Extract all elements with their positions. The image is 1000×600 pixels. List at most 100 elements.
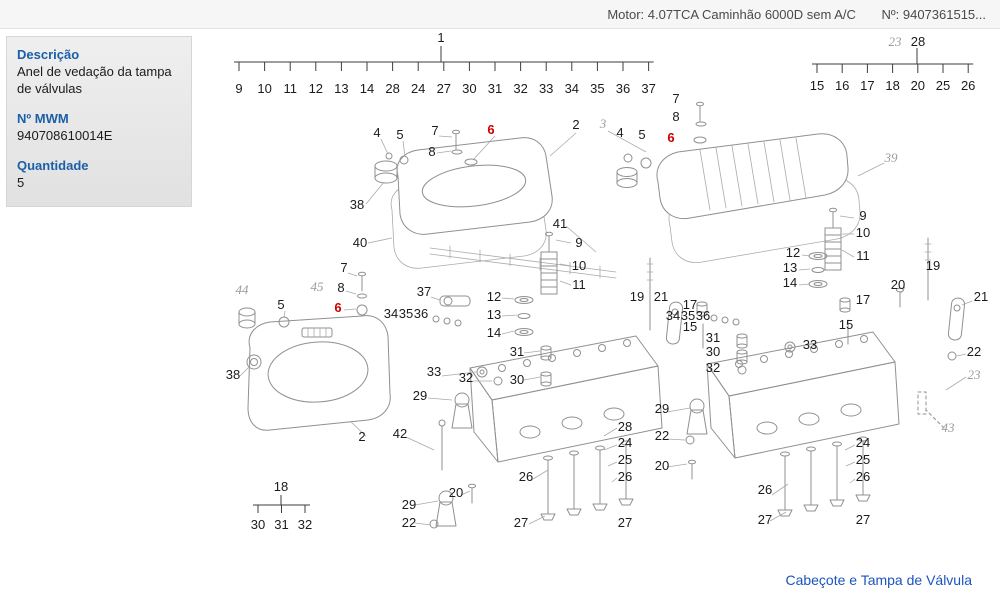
callout-38: 38 (226, 367, 240, 382)
callout-32: 32 (706, 360, 720, 375)
callout-27: 27 (758, 512, 772, 527)
callout-33: 33 (803, 337, 817, 352)
scale-left-item-13: 13 (334, 81, 348, 96)
callout-9: 9 (575, 235, 582, 250)
callout-10: 10 (856, 225, 870, 240)
scale-left-item-31: 31 (488, 81, 502, 96)
scale-left-item-14: 14 (360, 81, 374, 96)
callout-19: 19 (630, 289, 644, 304)
callout-8: 8 (337, 280, 344, 295)
callout-36: 36 (696, 308, 710, 323)
callout-23: 23 (968, 367, 982, 382)
callout-45: 45 (311, 279, 325, 294)
scale-left-item-34: 34 (565, 81, 579, 96)
callout-22: 22 (655, 428, 669, 443)
callout-13: 13 (783, 260, 797, 275)
scale-bottom-left-item-31: 31 (274, 517, 288, 532)
callout-26: 26 (618, 469, 632, 484)
callout-14: 14 (783, 275, 797, 290)
callout-8: 8 (428, 144, 435, 159)
callout-26: 26 (758, 482, 772, 497)
mwm-label: Nº MWM (17, 110, 69, 126)
callout-22: 22 (967, 344, 981, 359)
scale-left-item-27: 27 (437, 81, 451, 96)
callout-37: 37 (417, 284, 431, 299)
callout-12: 12 (786, 245, 800, 260)
motor-label: Motor: 4.07TCA Caminhão 6000D sem A/C (607, 7, 856, 22)
callout-43: 43 (942, 420, 956, 435)
callout-32: 32 (459, 370, 473, 385)
callout-21: 21 (974, 289, 988, 304)
scale-left-item-9: 9 (235, 81, 242, 96)
scale-left-item-10: 10 (257, 81, 271, 96)
scale-left-item-37: 37 (641, 81, 655, 96)
callout-29: 29 (413, 388, 427, 403)
callout-6: 6 (487, 122, 494, 137)
callout-26: 26 (856, 469, 870, 484)
scale-left-item-12: 12 (309, 81, 323, 96)
callout-27: 27 (514, 515, 528, 530)
callout-3: 3 (599, 116, 607, 131)
callout-7: 7 (340, 260, 347, 275)
callout-41: 41 (553, 216, 567, 231)
scale-left-item-36: 36 (616, 81, 630, 96)
part-info-panel: Descrição Anel de vedação da tampa de vá… (6, 36, 192, 207)
header-bar: Motor: 4.07TCA Caminhão 6000D sem A/C Nº… (0, 0, 1000, 29)
callout-35: 35 (681, 308, 695, 323)
callout-34: 34 (666, 308, 680, 323)
callout-22: 22 (402, 515, 416, 530)
scale-right-item-20: 20 (911, 78, 925, 93)
callout-44: 44 (236, 282, 250, 297)
callout-34: 34 (384, 306, 398, 321)
callout-25: 25 (618, 452, 632, 467)
scale-right-item-16: 16 (835, 78, 849, 93)
callout-2: 2 (358, 429, 365, 444)
callout-20: 20 (449, 485, 463, 500)
callout-11: 11 (572, 277, 586, 292)
quantidade-label: Quantidade (17, 157, 89, 173)
callout-33: 33 (427, 364, 441, 379)
callout-6: 6 (334, 300, 341, 315)
callout-24: 24 (618, 435, 632, 450)
callout-14: 14 (487, 325, 501, 340)
descricao-value: Anel de vedação da tampa de válvulas (17, 64, 172, 96)
callout-29: 29 (402, 497, 416, 512)
callout-20: 20 (891, 277, 905, 292)
scale-right-item-15: 15 (810, 78, 824, 93)
scale-left-item-30: 30 (462, 81, 476, 96)
callout-4: 4 (373, 125, 380, 140)
callout-8: 8 (672, 109, 679, 124)
category-link[interactable]: Cabeçote e Tampa de Válvula (785, 572, 972, 588)
callout-40: 40 (353, 235, 367, 250)
callout-30: 30 (510, 372, 524, 387)
callout-20: 20 (655, 458, 669, 473)
scale-right-item-17: 17 (860, 78, 874, 93)
callout-10: 10 (572, 258, 586, 273)
callout-21: 21 (654, 289, 668, 304)
mwm-value: 940708610014E (17, 127, 113, 143)
callout-29: 29 (655, 401, 669, 416)
scale-left-item-11: 11 (283, 81, 297, 96)
engine-number: Nº: 9407361515... (881, 7, 987, 22)
scale-bottom-left-title-18: 18 (274, 479, 288, 494)
scale-left-item-32: 32 (513, 81, 527, 96)
callout-17: 17 (683, 297, 697, 312)
callout-9: 9 (859, 208, 866, 223)
callout-42: 42 (393, 426, 407, 441)
scale-right-title-28: 28 (911, 34, 925, 49)
callout-13: 13 (487, 307, 501, 322)
callout-2: 2 (572, 117, 579, 132)
callout-5: 5 (277, 297, 284, 312)
leader-lines (239, 130, 973, 526)
callout-30: 30 (706, 344, 720, 359)
scale-left-item-28: 28 (385, 81, 399, 96)
descricao-label: Descrição (17, 47, 80, 62)
callout-5: 5 (396, 127, 403, 142)
scale-left-item-24: 24 (411, 81, 425, 96)
callout-5: 5 (638, 127, 645, 142)
